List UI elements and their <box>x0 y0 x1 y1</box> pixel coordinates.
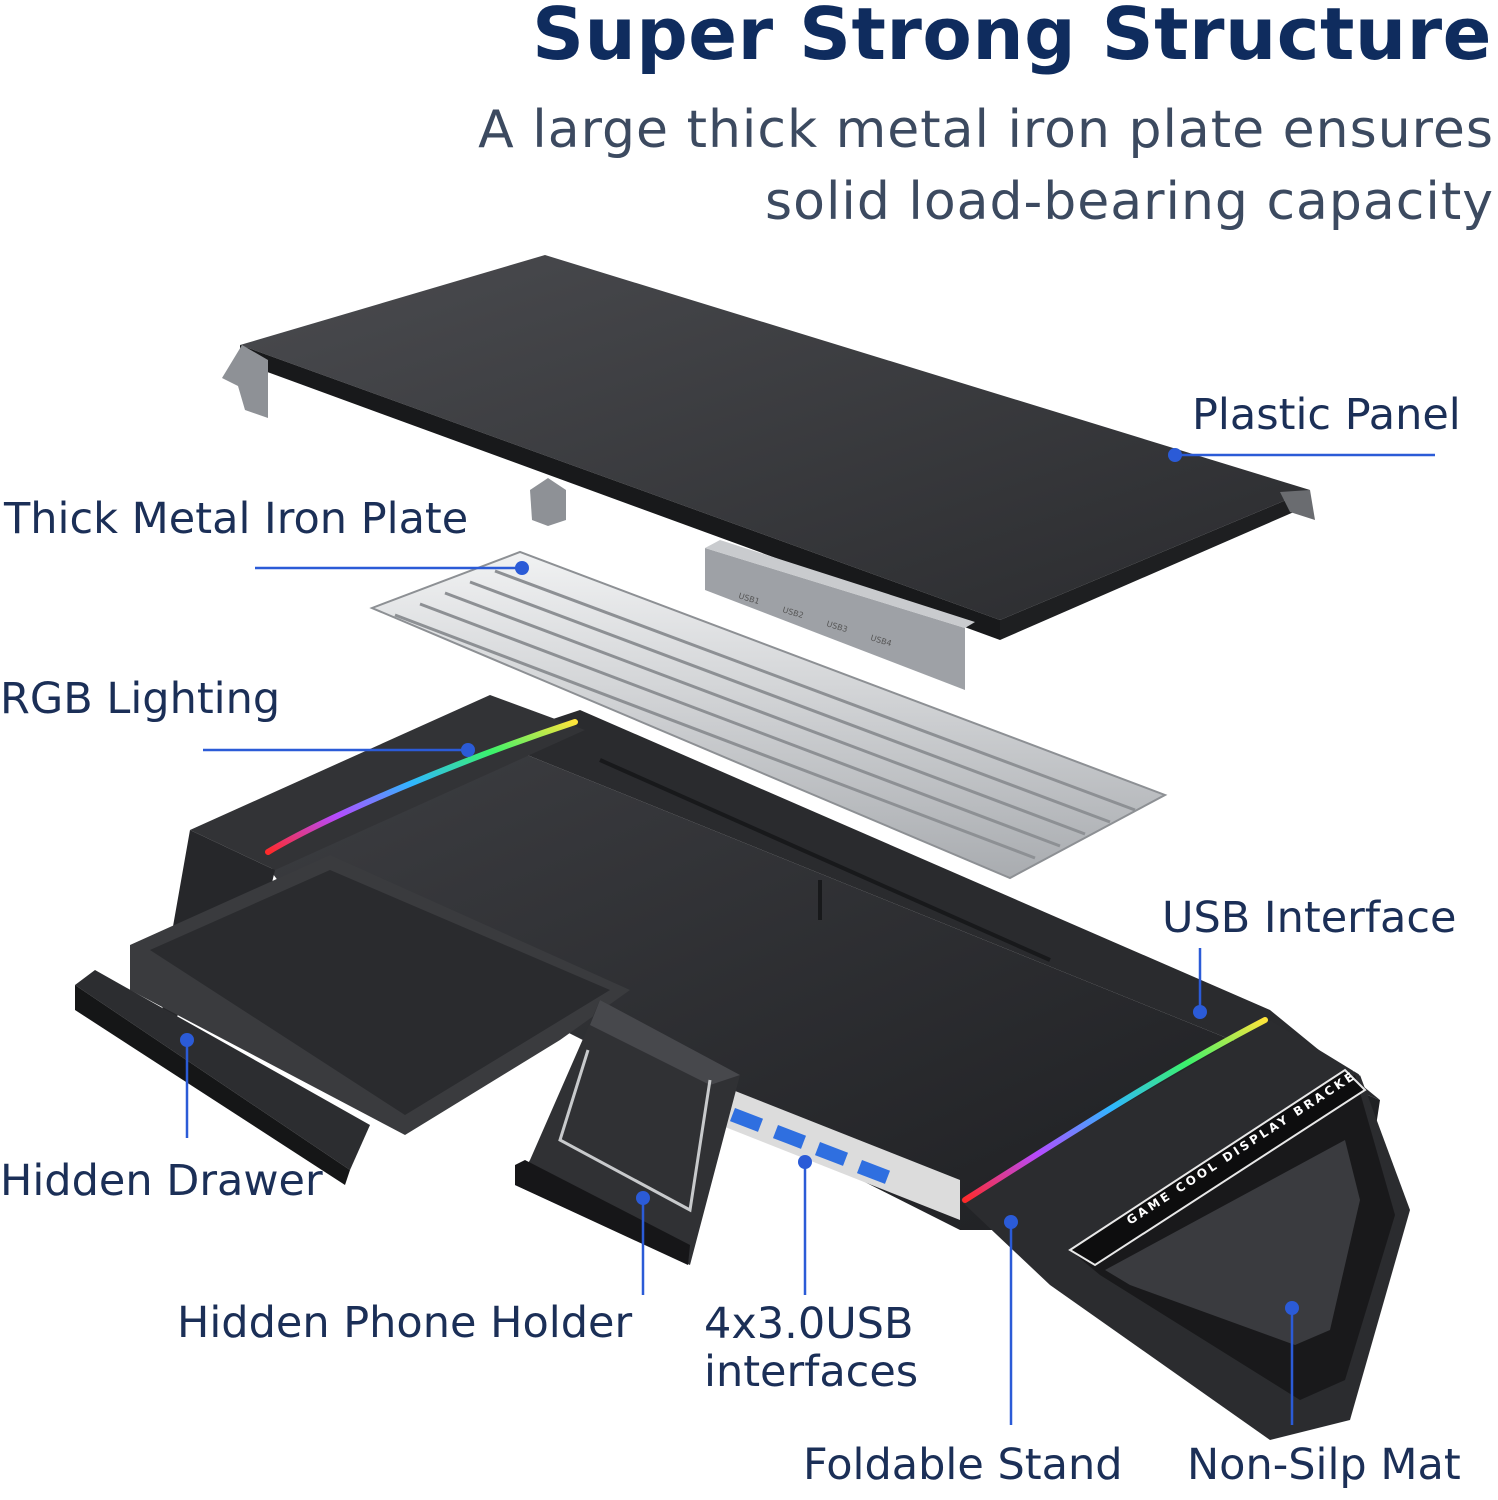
label-non-slip-mat: Non-Silp Mat <box>1187 1440 1461 1490</box>
hidden-drawer <box>75 855 630 1185</box>
label-phone-holder: Hidden Phone Holder <box>177 1298 633 1348</box>
subtitle-line-2: solid load-bearing capacity <box>765 172 1494 232</box>
metal-iron-plate <box>369 550 1168 880</box>
page-subtitle: A large thick metal iron plate ensures s… <box>294 94 1494 238</box>
label-metal-plate: Thick Metal Iron Plate <box>4 494 469 544</box>
label-usb-ports-line-2: interfaces <box>704 1347 919 1397</box>
label-usb-ports-line-1: 4x3.0USB <box>704 1299 914 1349</box>
callout-dot-icon <box>180 448 1299 1315</box>
plastic-panel <box>222 255 1315 815</box>
label-plastic-panel: Plastic Panel <box>1192 390 1461 440</box>
label-hidden-drawer: Hidden Drawer <box>0 1156 323 1206</box>
label-usb-interface: USB Interface <box>1162 893 1457 943</box>
label-usb-ports: 4x3.0USB interfaces <box>704 1300 918 1396</box>
usb-ports-front <box>720 1085 960 1220</box>
label-rgb-lighting: RGB Lighting <box>0 674 281 724</box>
hidden-phone-holder <box>515 1000 740 1265</box>
callout-lines <box>185 453 1435 1425</box>
label-foldable-stand: Foldable Stand <box>803 1440 1123 1490</box>
page-title: Super Strong Structure <box>532 0 1492 76</box>
subtitle-line-1: A large thick metal iron plate ensures <box>478 100 1494 160</box>
